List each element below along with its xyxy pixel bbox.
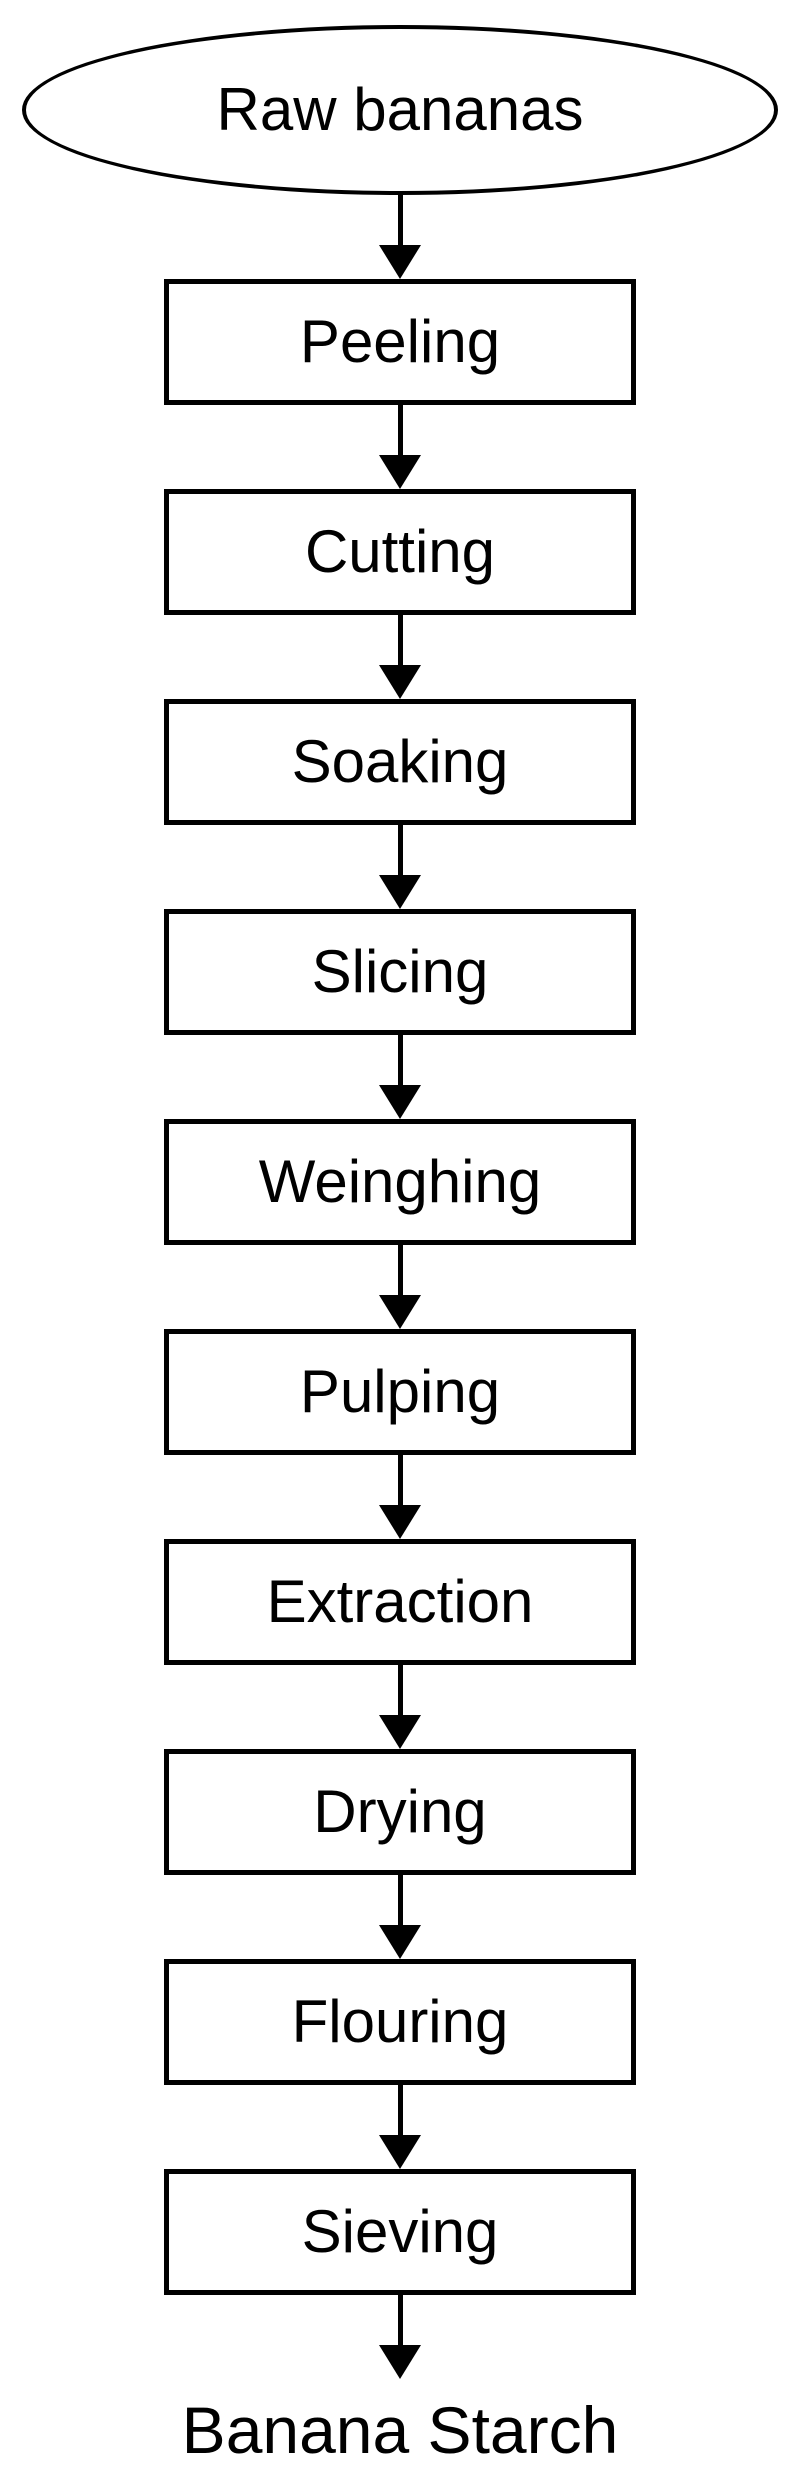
arrow-head-icon xyxy=(379,1505,421,1539)
step-node-label: Slicing xyxy=(311,938,489,1005)
step-node-cutting: Cutting xyxy=(164,489,636,615)
arrow-shaft xyxy=(397,1665,403,1715)
step-node-peeling: Peeling xyxy=(164,279,636,405)
step-node-label: Extraction xyxy=(266,1568,534,1635)
step-node-weinghing: Weinghing xyxy=(164,1119,636,1245)
flow-arrow xyxy=(379,195,421,279)
step-node-pulping: Pulping xyxy=(164,1329,636,1455)
arrow-head-icon xyxy=(379,2135,421,2169)
arrow-shaft xyxy=(397,1035,403,1085)
arrow-shaft xyxy=(397,1455,403,1505)
step-node-label: Flouring xyxy=(291,1988,509,2055)
arrow-head-icon xyxy=(379,1925,421,1959)
start-node-raw-bananas: Raw bananas xyxy=(22,25,778,195)
arrow-head-icon xyxy=(379,245,421,279)
arrow-shaft xyxy=(397,615,403,665)
step-node-label: Soaking xyxy=(291,728,509,795)
flow-arrow xyxy=(379,2085,421,2169)
flow-arrow xyxy=(379,2295,421,2379)
arrow-head-icon xyxy=(379,665,421,699)
step-node-label: Cutting xyxy=(304,518,496,585)
arrow-shaft xyxy=(397,1875,403,1925)
arrow-head-icon xyxy=(379,2345,421,2379)
flow-arrow xyxy=(379,1035,421,1119)
step-node-slicing: Slicing xyxy=(164,909,636,1035)
arrow-shaft xyxy=(397,2295,403,2345)
flow-arrow xyxy=(379,1875,421,1959)
arrow-shaft xyxy=(397,195,403,245)
flow-arrow xyxy=(379,825,421,909)
step-node-sieving: Sieving xyxy=(164,2169,636,2295)
flow-arrow xyxy=(379,1665,421,1749)
step-node-label: Weinghing xyxy=(258,1148,542,1215)
step-node-extraction: Extraction xyxy=(164,1539,636,1665)
start-node-label: Raw bananas xyxy=(216,76,584,143)
flow-arrow xyxy=(379,1455,421,1539)
arrow-head-icon xyxy=(379,1085,421,1119)
arrow-shaft xyxy=(397,2085,403,2135)
step-node-drying: Drying xyxy=(164,1749,636,1875)
flow-arrow xyxy=(379,615,421,699)
arrow-shaft xyxy=(397,1245,403,1295)
end-node-banana-starch: Banana Starch xyxy=(181,2393,619,2467)
arrow-head-icon xyxy=(379,1295,421,1329)
arrow-shaft xyxy=(397,405,403,455)
arrow-head-icon xyxy=(379,455,421,489)
step-node-label: Pulping xyxy=(299,1358,501,1425)
flow-arrow xyxy=(379,1245,421,1329)
step-node-soaking: Soaking xyxy=(164,699,636,825)
arrow-head-icon xyxy=(379,1715,421,1749)
arrow-shaft xyxy=(397,825,403,875)
step-node-label: Sieving xyxy=(301,2198,499,2265)
step-node-label: Peeling xyxy=(299,308,501,375)
flow-arrow xyxy=(379,405,421,489)
step-node-label: Drying xyxy=(313,1778,487,1845)
step-node-flouring: Flouring xyxy=(164,1959,636,2085)
arrow-head-icon xyxy=(379,875,421,909)
